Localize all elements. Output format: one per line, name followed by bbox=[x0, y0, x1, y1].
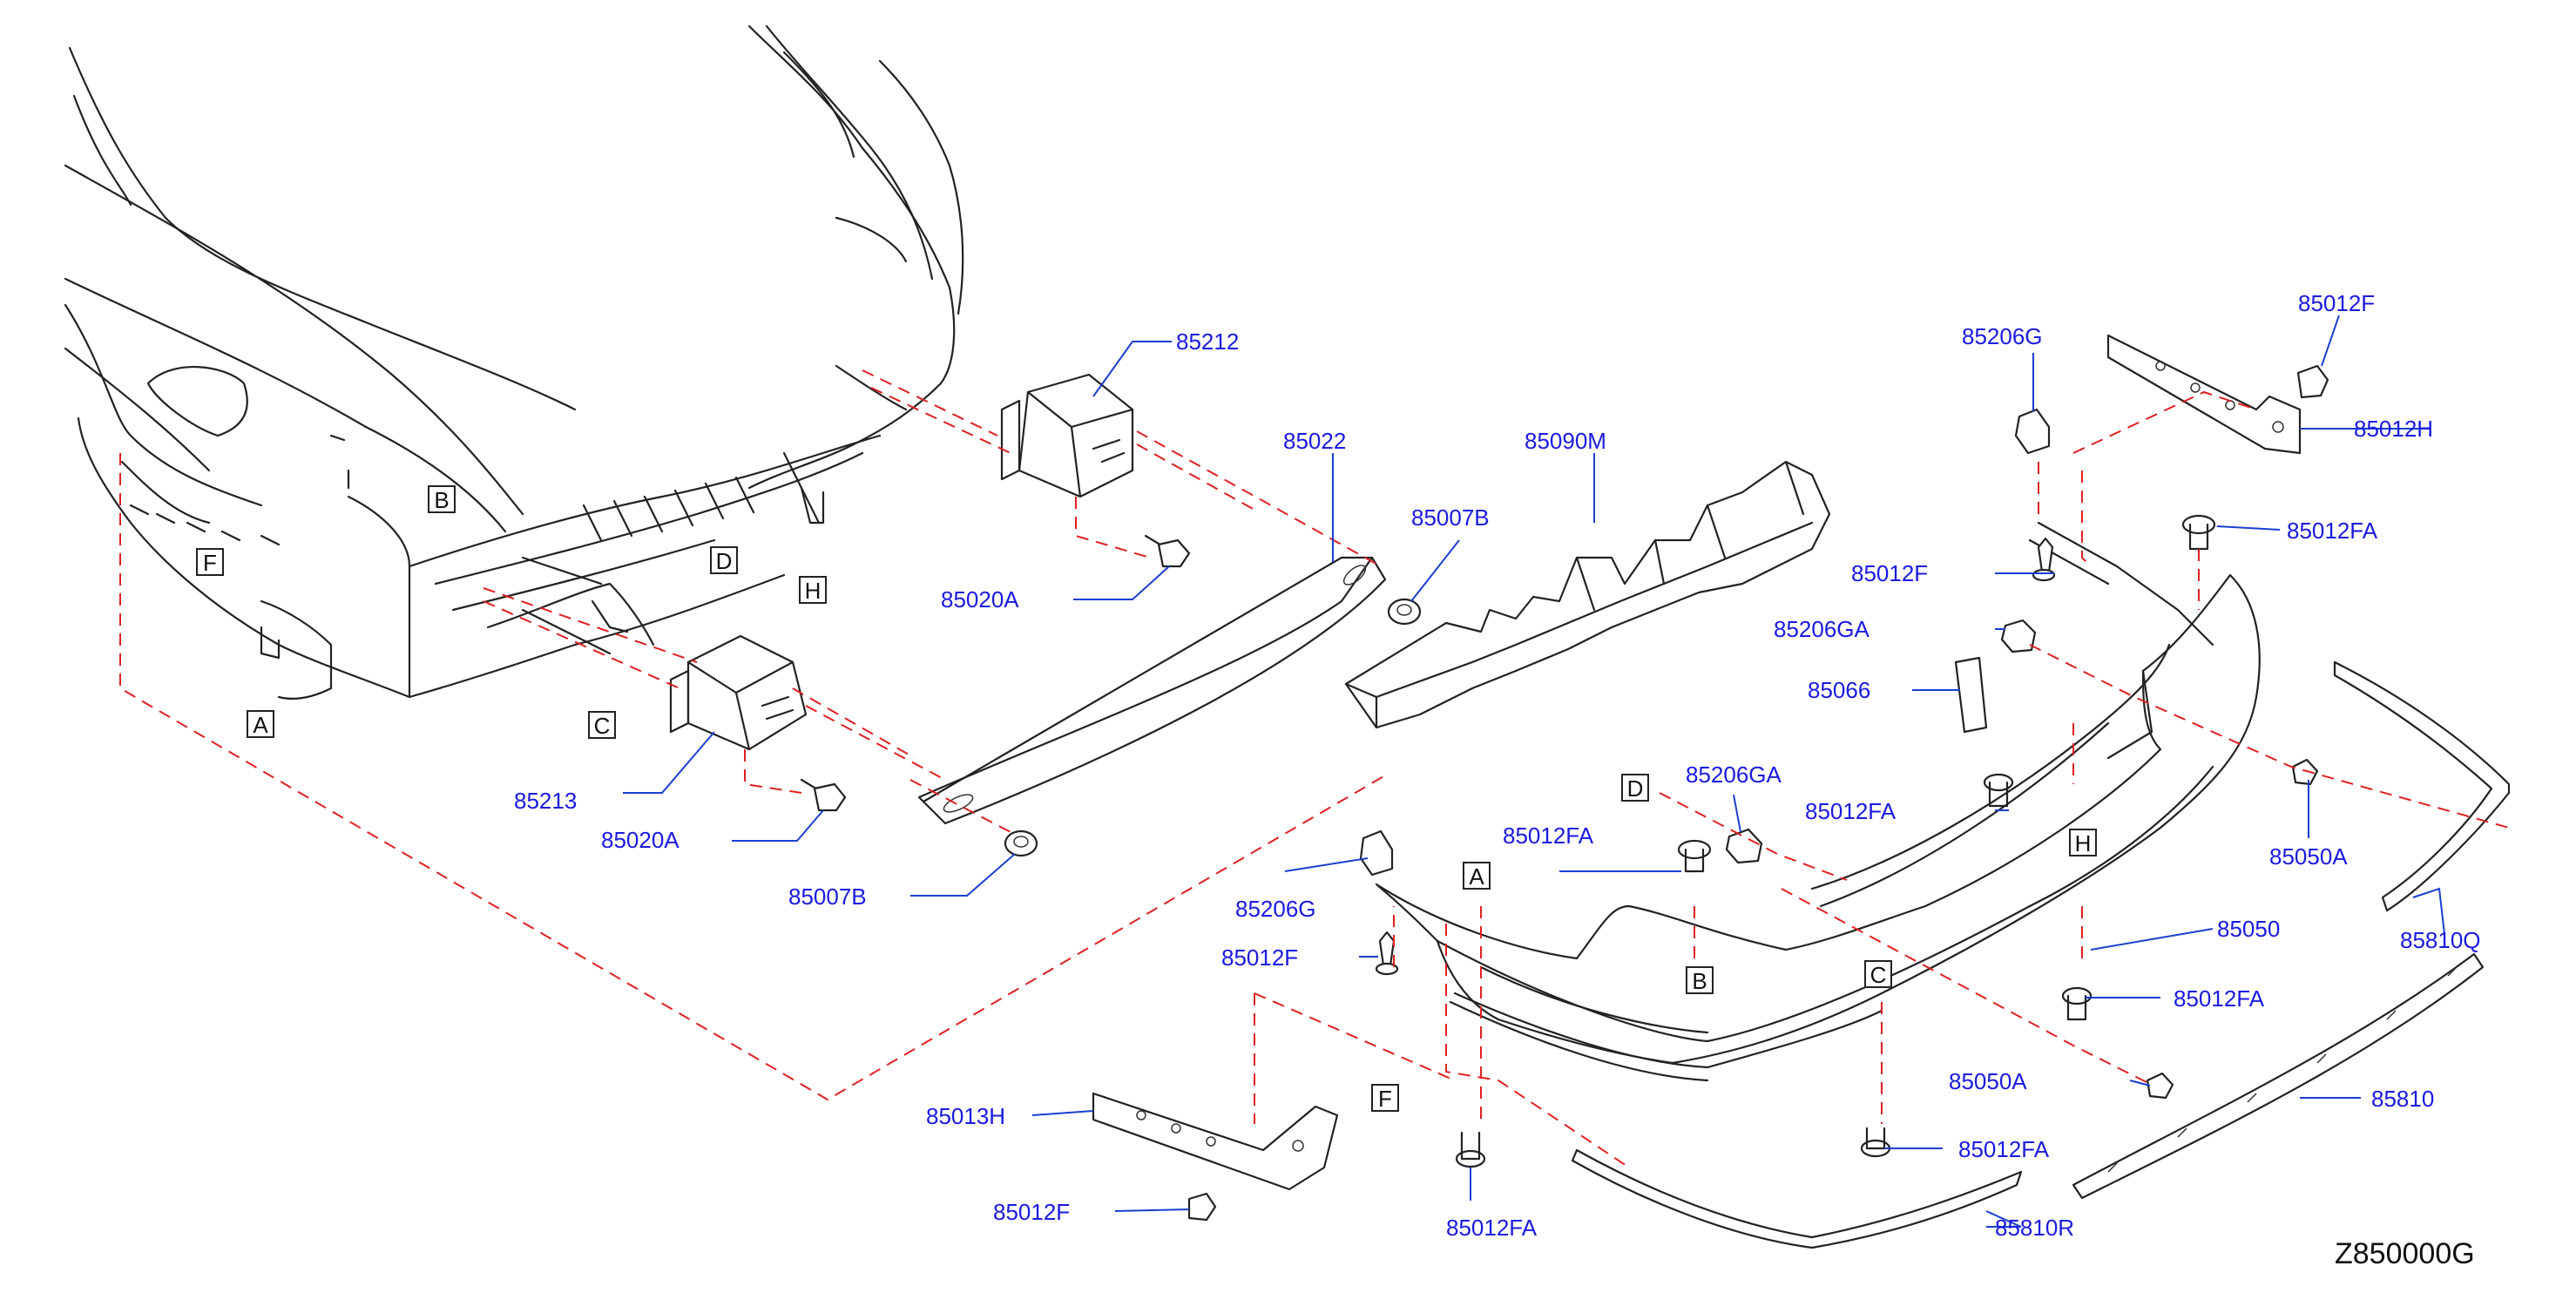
push-pin-a bbox=[2181, 514, 2216, 551]
svg-text:C: C bbox=[1870, 962, 1887, 988]
label-85206G-upper: 85206G bbox=[1962, 323, 2043, 349]
svg-text:D: D bbox=[716, 548, 733, 574]
leader-lines bbox=[623, 315, 2445, 1228]
label-85012FA-mid: 85012FA bbox=[1805, 798, 1897, 824]
label-85050: 85050 bbox=[2217, 916, 2280, 942]
svg-text:F: F bbox=[203, 550, 217, 576]
label-85012FA-bottomleft: 85012FA bbox=[1446, 1215, 1538, 1241]
vehicle-body-outline bbox=[64, 24, 964, 701]
label-85020A-upper: 85020A bbox=[941, 586, 1019, 613]
bolt-85020A-upper bbox=[1144, 534, 1191, 568]
label-85012H: 85012H bbox=[2354, 416, 2433, 442]
ref-box-a-bumper: A bbox=[1463, 862, 1491, 890]
svg-text:C: C bbox=[594, 713, 611, 739]
bracket-85013H bbox=[1092, 1092, 1339, 1191]
svg-text:B: B bbox=[1692, 968, 1707, 994]
bracket-85213 bbox=[669, 634, 808, 751]
label-85007B-upper: 85007B bbox=[1411, 504, 1490, 531]
label-85012F-bottom: 85012F bbox=[993, 1199, 1070, 1225]
label-85012F-upper: 85012F bbox=[1851, 560, 1928, 586]
reinforcement-85022 bbox=[917, 556, 1387, 825]
push-pin-d bbox=[2061, 986, 2093, 1021]
label-85020A-lower: 85020A bbox=[601, 827, 679, 853]
svg-text:A: A bbox=[253, 712, 268, 738]
ref-box-d-body: D bbox=[710, 546, 738, 574]
push-pin-c bbox=[1677, 839, 1712, 873]
label-85012FA-left: 85012FA bbox=[1503, 823, 1594, 849]
moulding-85810 bbox=[2072, 952, 2485, 1200]
svg-text:D: D bbox=[1627, 775, 1644, 802]
bolt-85020A-lower bbox=[800, 778, 847, 812]
ref-box-a-body: A bbox=[247, 710, 274, 738]
bumper-fascia-85050 bbox=[1375, 521, 2261, 1065]
assembly-guide-lines bbox=[119, 369, 2510, 1168]
label-85012F-lower: 85012F bbox=[1221, 944, 1298, 971]
label-85090M: 85090M bbox=[1525, 428, 1606, 454]
ref-box-b-body: B bbox=[428, 485, 456, 513]
label-85022: 85022 bbox=[1283, 428, 1346, 454]
part-labels: 85212 85022 85090M 85007B 85020A 85213 8… bbox=[514, 290, 2481, 1241]
reference-boxes: B F D H A C D A B C H F bbox=[196, 485, 2097, 1112]
label-85012FA-bottom: 85012FA bbox=[1958, 1136, 2050, 1162]
ref-box-f-body: F bbox=[196, 548, 224, 576]
label-85206G-lower: 85206G bbox=[1235, 896, 1316, 922]
label-85810Q: 85810Q bbox=[2400, 927, 2481, 953]
diagram-code: Z850000G bbox=[2335, 1237, 2475, 1270]
bracket-85012H bbox=[2106, 334, 2302, 455]
push-pin-f bbox=[1455, 1131, 1486, 1168]
nut-85007B-lower bbox=[1004, 829, 1038, 857]
ref-box-h-bumper: H bbox=[2069, 829, 2097, 856]
label-85066: 85066 bbox=[1808, 677, 1870, 703]
ref-box-f-bumper: F bbox=[1371, 1084, 1399, 1112]
svg-text:A: A bbox=[1469, 863, 1484, 890]
label-85012FA-lowright: 85012FA bbox=[2174, 985, 2265, 1012]
push-pin-b bbox=[1983, 773, 2014, 808]
label-85007B-lower: 85007B bbox=[788, 883, 867, 910]
label-85012FA-right: 85012FA bbox=[2287, 518, 2378, 544]
absorber-85090M bbox=[1344, 460, 1831, 729]
fasteners bbox=[1187, 364, 2329, 1222]
svg-text:F: F bbox=[1378, 1086, 1392, 1112]
ref-box-c-bumper: C bbox=[1864, 960, 1892, 988]
svg-text:H: H bbox=[805, 578, 821, 604]
label-85050A-upper: 85050A bbox=[2269, 843, 2348, 870]
label-85050A-lower: 85050A bbox=[1949, 1068, 2027, 1094]
label-85810R: 85810R bbox=[1995, 1215, 2074, 1241]
label-85212: 85212 bbox=[1176, 328, 1239, 355]
ref-box-b-bumper: B bbox=[1686, 966, 1714, 994]
svg-text:B: B bbox=[434, 487, 449, 513]
moulding-85810Q bbox=[2333, 660, 2511, 912]
nut-85007B-upper bbox=[1387, 598, 1422, 626]
label-85206GA-upper: 85206GA bbox=[1774, 616, 1870, 642]
ref-box-c-body: C bbox=[588, 711, 616, 739]
push-pin-e bbox=[1860, 1127, 1891, 1158]
label-85206GA-lower: 85206GA bbox=[1686, 762, 1782, 788]
moulding-85810R bbox=[1571, 1148, 2023, 1249]
ref-box-h-body: H bbox=[799, 576, 827, 604]
label-85012F-top: 85012F bbox=[2298, 290, 2375, 316]
inner-moulding-lower bbox=[1449, 992, 1883, 1082]
bracket-85212 bbox=[1000, 373, 1134, 498]
label-85810: 85810 bbox=[2371, 1086, 2434, 1112]
label-85213: 85213 bbox=[514, 788, 577, 814]
ref-box-d-bumper: D bbox=[1621, 774, 1649, 802]
svg-text:H: H bbox=[2075, 830, 2092, 856]
label-85013H: 85013H bbox=[926, 1103, 1005, 1129]
